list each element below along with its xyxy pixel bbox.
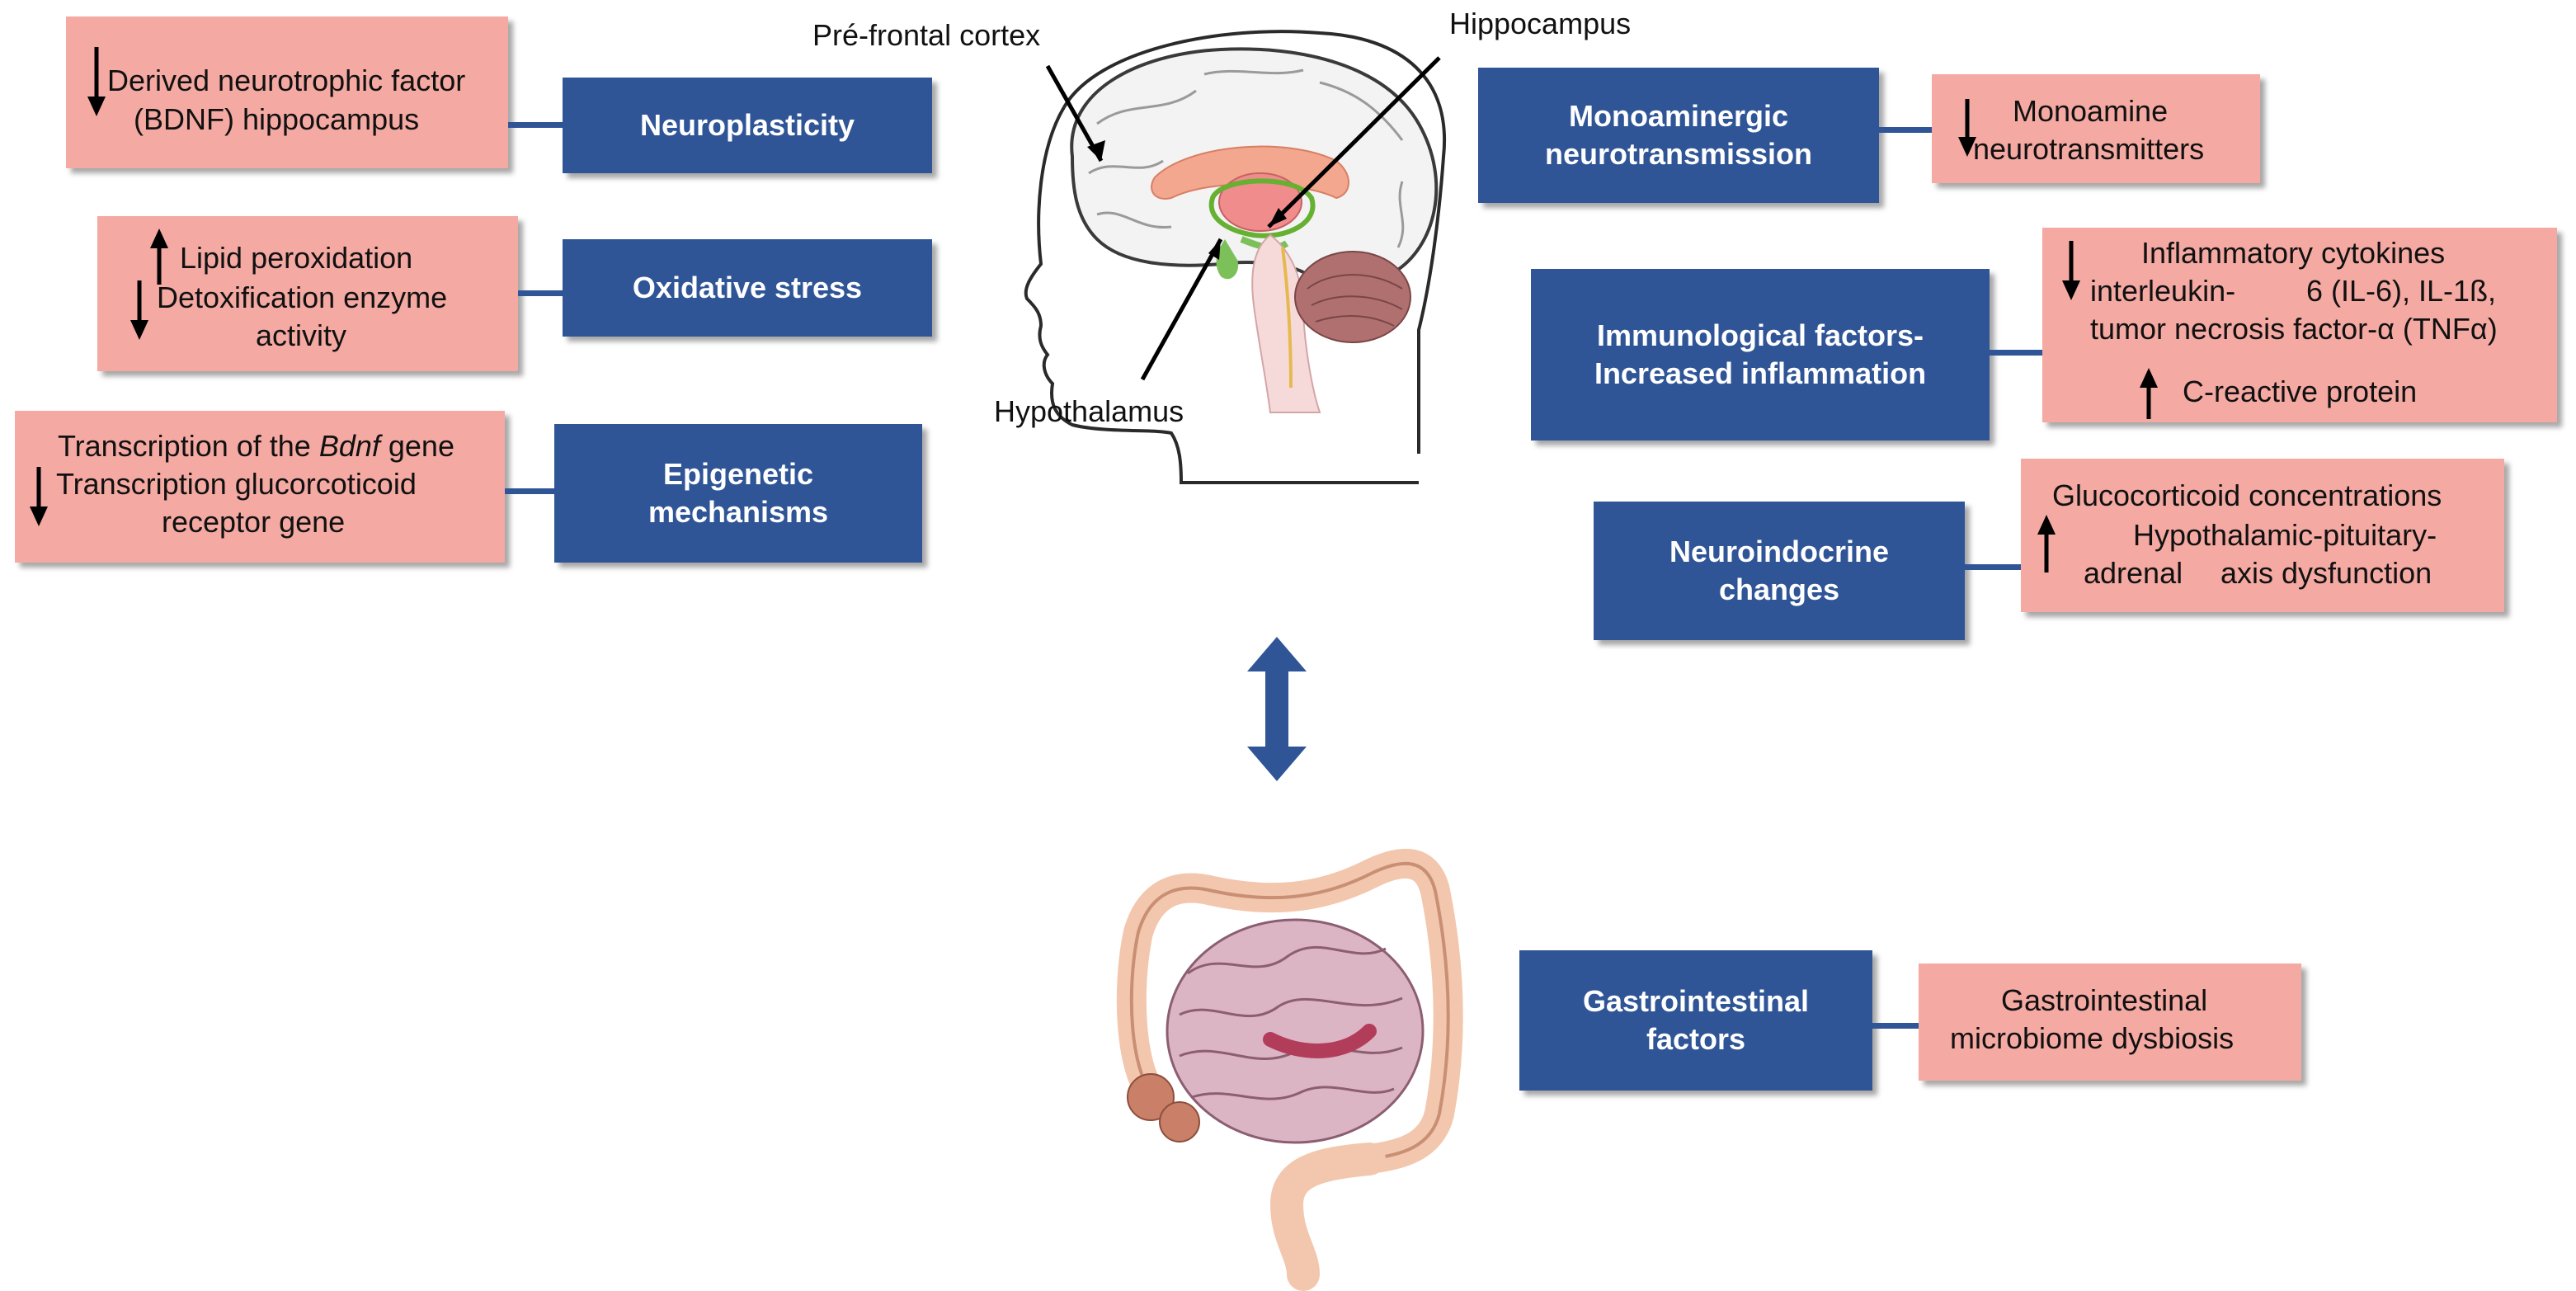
detail-line: activity: [256, 318, 347, 352]
detail-line: axis dysfunction: [2220, 556, 2432, 590]
immunological-box: Immunological factors-Increased inflamma…: [1531, 269, 1990, 441]
neuroplasticity-box: Neuroplasticity: [563, 78, 932, 173]
detail-line: receptor gene: [162, 505, 346, 539]
detail-line: microbiome dysbiosis: [1950, 1021, 2235, 1055]
down-arrow-icon: [2062, 241, 2080, 300]
connector: [508, 122, 567, 128]
prefrontal-cortex-label: Pré-frontal cortex: [812, 18, 1041, 52]
box-title: Oxidative stress: [632, 271, 863, 304]
detail-line: tumor necrosis factor-α (TNFα): [2090, 312, 2498, 346]
detail-line: (BDNF) hippocampus: [134, 102, 420, 136]
down-arrow-icon: [87, 47, 106, 116]
immunological-detail-box: Inflammatory cytokines interleukin- 6 (I…: [2042, 228, 2557, 422]
gastrointestinal-detail-box: Gastrointestinal microbiome dysbiosis: [1919, 964, 2301, 1081]
connector: [505, 488, 567, 494]
connector: [1990, 350, 2046, 356]
hypothalamus-label: Hypothalamus: [994, 394, 1184, 428]
detail-line: Lipid peroxidation: [180, 241, 413, 275]
detail-line: Hypothalamic-pituitary-: [2133, 518, 2437, 552]
box-title: Immunological factors-Increased inflamma…: [1594, 318, 1927, 390]
down-arrow-icon: [1958, 99, 1976, 157]
down-arrow-icon: [130, 280, 148, 340]
detail-line: Derived neurotrophic factor: [107, 64, 466, 97]
epigenetic-detail-box: Transcription of the Bdnf gene Transcrip…: [15, 411, 505, 563]
detail-line: Detoxification enzyme: [157, 280, 448, 314]
detail-line: interleukin-: [2090, 274, 2236, 308]
detail-line: adrenal: [2084, 556, 2183, 590]
oxidative-detail-box: Lipid peroxidation Detoxification enzyme…: [97, 216, 518, 371]
up-arrow-icon: [150, 229, 168, 285]
connector: [1965, 564, 2023, 570]
detail-line: Glucocorticoid concentrations: [2052, 478, 2442, 512]
detail-line: neurotransmitters: [1973, 132, 2205, 166]
connector: [518, 290, 567, 296]
detail-line: Transcription of the Bdnf gene: [58, 429, 454, 463]
connector: [1872, 1023, 1919, 1029]
up-arrow-icon: [2140, 368, 2158, 419]
oxidative-stress-box: Oxidative stress: [563, 239, 932, 337]
detail-line: C-reactive protein: [2183, 375, 2418, 408]
detail-line: Gastrointestinal: [2001, 983, 2208, 1017]
down-arrow-icon: [30, 467, 48, 526]
hippocampus-label: Hippocampus: [1449, 7, 1632, 40]
neuroendocrine-detail-box: Glucocorticoid concentrations Hypothalam…: [2021, 459, 2504, 612]
detail-line: Inflammatory cytokines: [2141, 236, 2446, 270]
detail-line: Transcription glucorcoticoid: [56, 467, 417, 501]
connector: [1879, 127, 1932, 133]
box-title: Neuroplasticity: [639, 108, 855, 142]
up-arrow-icon: [2037, 515, 2056, 572]
monoaminergic-detail-box: Monoamine neurotransmitters: [1932, 74, 2260, 183]
detail-line: 6 (IL-6), IL-1ß,: [2306, 274, 2497, 308]
neuroplasticity-detail-box: Derived neurotrophic factor (BDNF) hippo…: [66, 16, 508, 168]
detail-line: Monoamine: [2013, 94, 2169, 128]
